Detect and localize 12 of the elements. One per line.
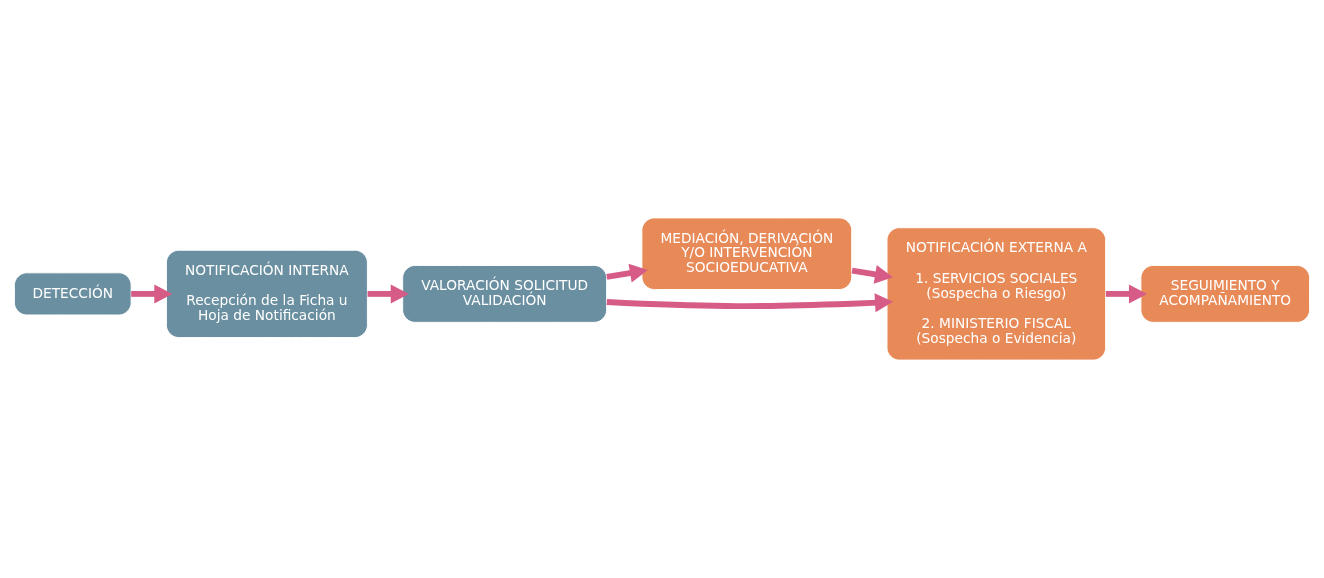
- node-box: SEGUIMIENTO Y ACOMPAÑAMIENTO: [1140, 265, 1311, 323]
- arrow: [606, 263, 648, 283]
- node-box: MEDIACIÓN, DERIVACIÓN Y/O INTERVENCIÓN SOCIOEDUCATIVA: [641, 217, 853, 290]
- node-box: NOTIFICACIÓN EXTERNA A 1. SERVICIOS SOCIALES (Sospecha o Riesgo) 2. MINISTERIO FISCAL (Sospecha o Evidencia): [886, 227, 1107, 361]
- arrow: [851, 265, 894, 284]
- arrow: [1105, 284, 1148, 304]
- node-box: DETECCIÓN: [13, 272, 132, 316]
- arrow: [367, 284, 409, 304]
- arrow: [131, 284, 173, 304]
- node-box: NOTIFICACIÓN INTERNA Recepción de la Ficha u Hoja de Notificación: [165, 249, 368, 338]
- node-box: VALORACIÓN SOLICITUD VALIDACIÓN: [402, 265, 608, 323]
- arrow: [606, 293, 894, 313]
